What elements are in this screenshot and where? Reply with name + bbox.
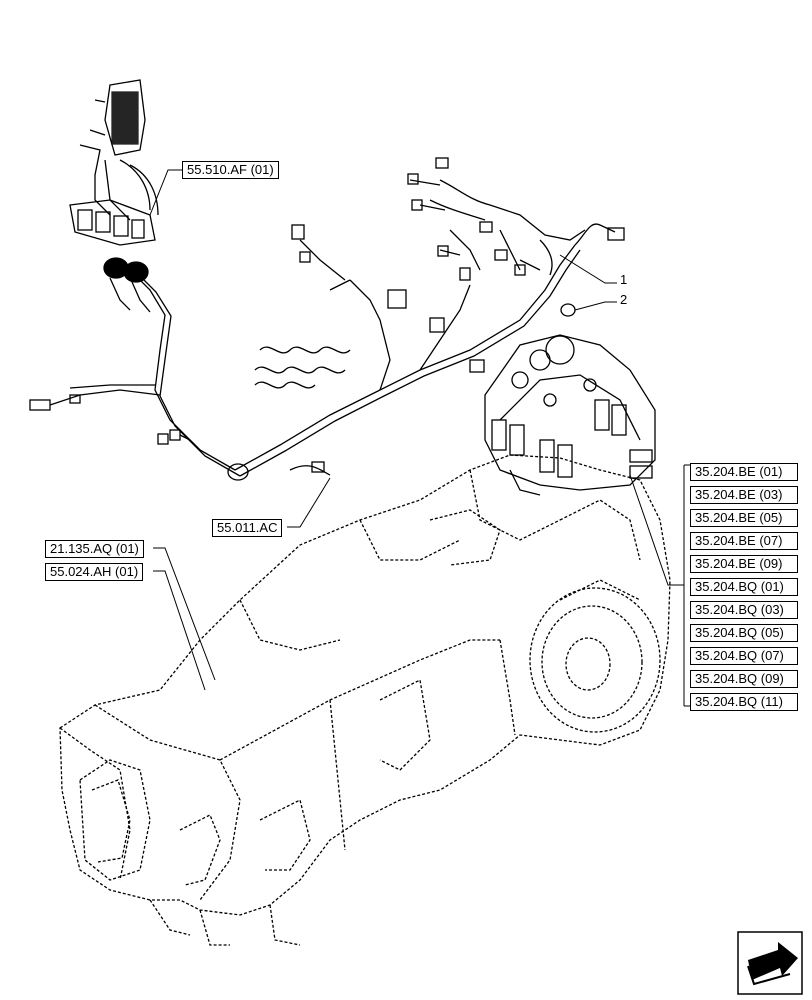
arrow-icon bbox=[737, 931, 803, 995]
callout-2: 2 bbox=[620, 292, 628, 307]
valve-block bbox=[484, 334, 656, 496]
transmission-housing bbox=[59, 454, 671, 946]
ref-stack-item[interactable]: 35.204.BQ (09) bbox=[690, 670, 798, 688]
ref-stack-item[interactable]: 35.204.BQ (11) bbox=[690, 693, 798, 711]
leader-lines bbox=[149, 169, 690, 707]
ref-stack-item[interactable]: 35.204.BQ (07) bbox=[690, 647, 798, 665]
ref-stack-item[interactable]: 35.204.BQ (03) bbox=[690, 601, 798, 619]
control-module bbox=[69, 79, 159, 246]
part-2 bbox=[560, 303, 576, 317]
callout-1: 1 bbox=[620, 272, 628, 287]
ref-stack-item[interactable]: 35.204.BQ (05) bbox=[690, 624, 798, 642]
harness-plugs bbox=[103, 257, 151, 313]
ref-stack-item[interactable]: 35.204.BE (09) bbox=[690, 555, 798, 573]
ref-21-135-aq[interactable]: 21.135.AQ (01) bbox=[45, 540, 144, 558]
ref-stack-item[interactable]: 35.204.BE (03) bbox=[690, 486, 798, 504]
ref-stack-item[interactable]: 35.204.BE (07) bbox=[690, 532, 798, 550]
ref-stack-item[interactable]: 35.204.BE (05) bbox=[690, 509, 798, 527]
ref-stack: 35.204.BE (01) 35.204.BE (03) 35.204.BE … bbox=[690, 463, 798, 716]
ref-55-510-af[interactable]: 55.510.AF (01) bbox=[182, 161, 279, 179]
ref-stack-item[interactable]: 35.204.BE (01) bbox=[690, 463, 798, 481]
ref-55-024-ah[interactable]: 55.024.AH (01) bbox=[45, 563, 144, 581]
ref-stack-item[interactable]: 35.204.BQ (01) bbox=[690, 578, 798, 596]
ref-55-011-ac[interactable]: 55.011.AC bbox=[212, 519, 283, 537]
wire-harness bbox=[29, 157, 625, 481]
